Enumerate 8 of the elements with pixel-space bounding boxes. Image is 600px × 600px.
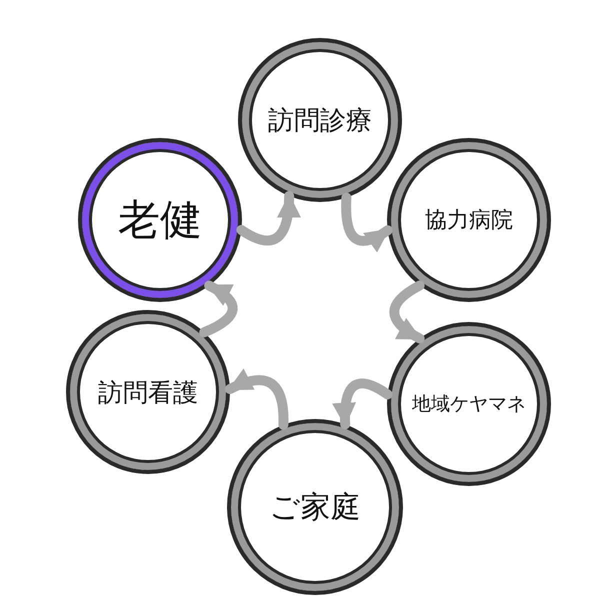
- node-label: 地域ケヤマネ: [412, 392, 526, 417]
- curved-arrow: [389, 280, 425, 344]
- node-label: ご家庭: [270, 488, 360, 526]
- curved-arrow: [199, 280, 238, 338]
- node-label: 協力病院: [425, 207, 513, 235]
- node-label: 訪問診療: [268, 104, 372, 138]
- node-label: 老健: [118, 194, 202, 246]
- node-label: 訪問看護: [98, 376, 198, 408]
